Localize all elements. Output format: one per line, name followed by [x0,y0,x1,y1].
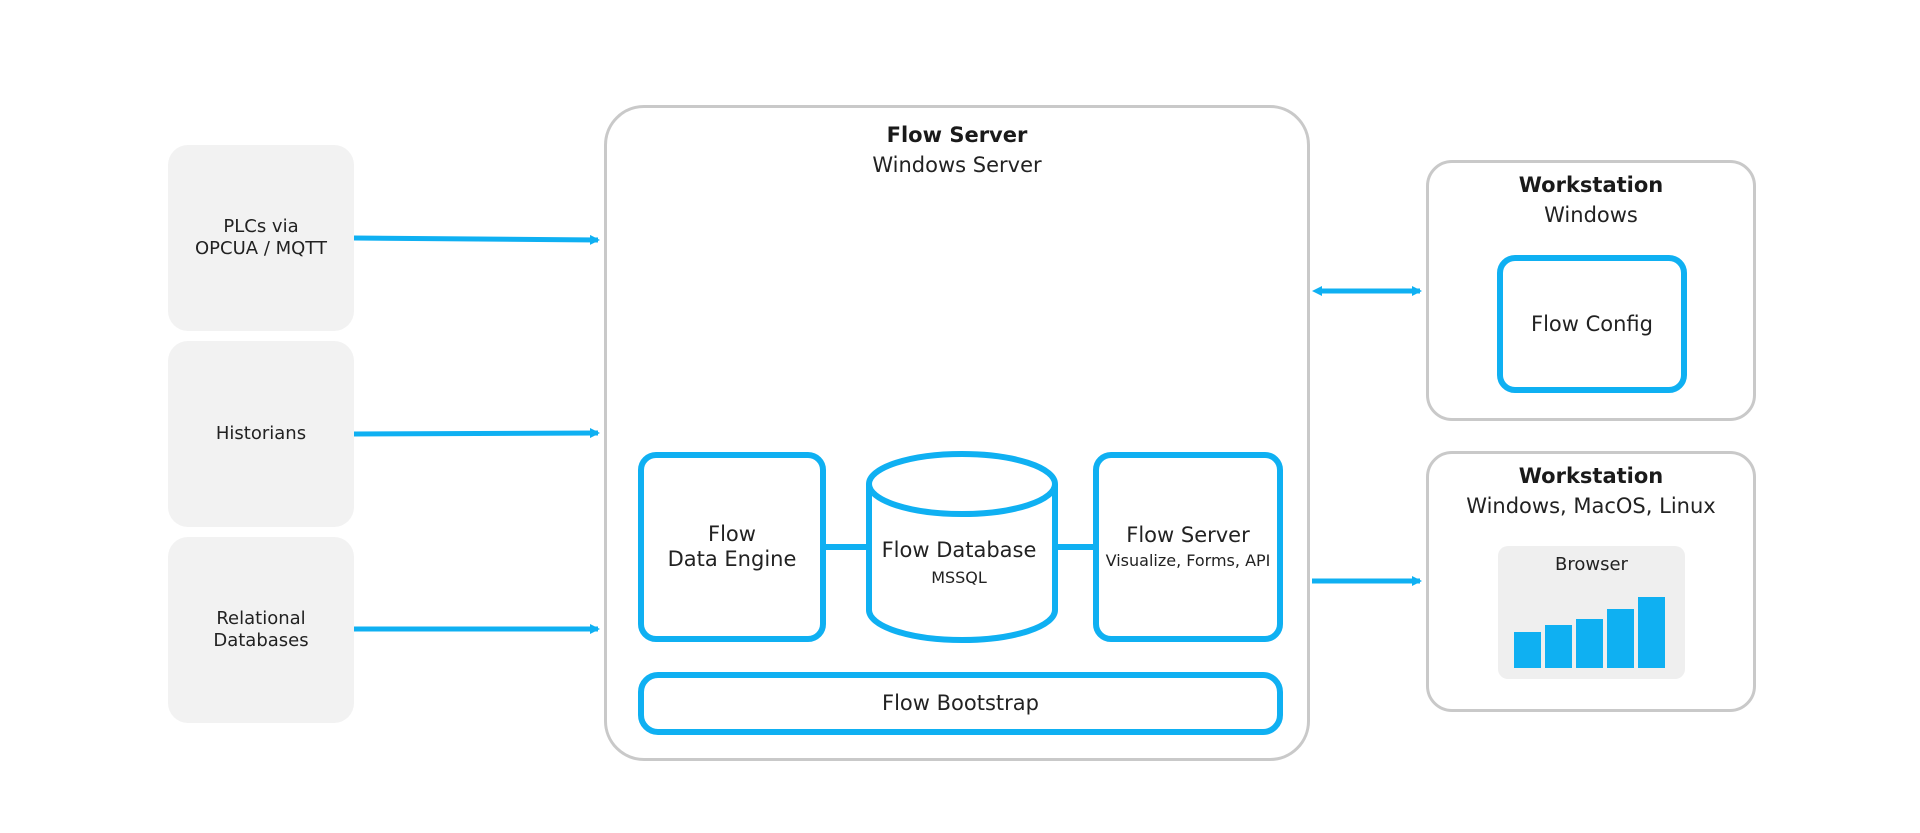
server-subtitle: Windows Server [872,153,1042,177]
browser-bar-5 [1638,597,1665,668]
data-engine-box: Flow Data Engine [638,452,826,642]
browser-panel: Browser [1498,546,1685,679]
browser-bar-4 [1607,609,1634,668]
workstation2-subtitle: Windows, MacOS, Linux [1466,494,1716,518]
workstation-multiplatform-container: Workstation Windows, MacOS, Linux [1426,451,1756,712]
source-plcs-label: PLCs via OPCUA / MQTT [195,216,327,259]
database-title: Flow Database [881,538,1037,562]
database-cylinder-icon [866,451,1058,643]
data-engine-label: Flow Data Engine [667,522,797,571]
workstation2-title: Workstation [1518,464,1664,488]
arrow-historians-to-server [353,428,600,439]
server-title: Flow Server [886,123,1028,147]
browser-bar-chart-icon [1514,597,1665,668]
workstation-windows-container: Workstation Windows [1426,160,1756,421]
source-plcs: PLCs via OPCUA / MQTT [168,145,354,331]
flow-server-container: Flow Server Windows Server [604,105,1310,761]
workstation1-title: Workstation [1518,173,1664,197]
flow-config-box: Flow Config [1497,255,1687,393]
database-box: Flow Database MSSQL [866,538,1052,588]
database-subtitle: MSSQL [931,568,987,587]
browser-bar-1 [1514,632,1541,668]
flow-server-component-subtitle: Visualize, Forms, API [1105,551,1271,570]
browser-label: Browser [1555,554,1628,575]
workstation1-subtitle: Windows [1544,203,1638,227]
source-historians-label: Historians [215,423,307,444]
source-databases-label: Relational Databases [213,608,309,651]
bootstrap-box: Flow Bootstrap [638,672,1283,735]
source-historians: Historians [168,341,354,527]
bootstrap-label: Flow Bootstrap [882,691,1039,715]
flow-config-label: Flow Config [1531,311,1653,336]
source-relational-databases: Relational Databases [168,537,354,723]
browser-bar-2 [1545,625,1572,668]
flow-server-component-box: Flow Server Visualize, Forms, API [1093,452,1283,642]
flow-server-component-title: Flow Server [1126,523,1250,547]
arrow-plcs-to-server [353,234,600,245]
browser-bar-3 [1576,619,1603,668]
